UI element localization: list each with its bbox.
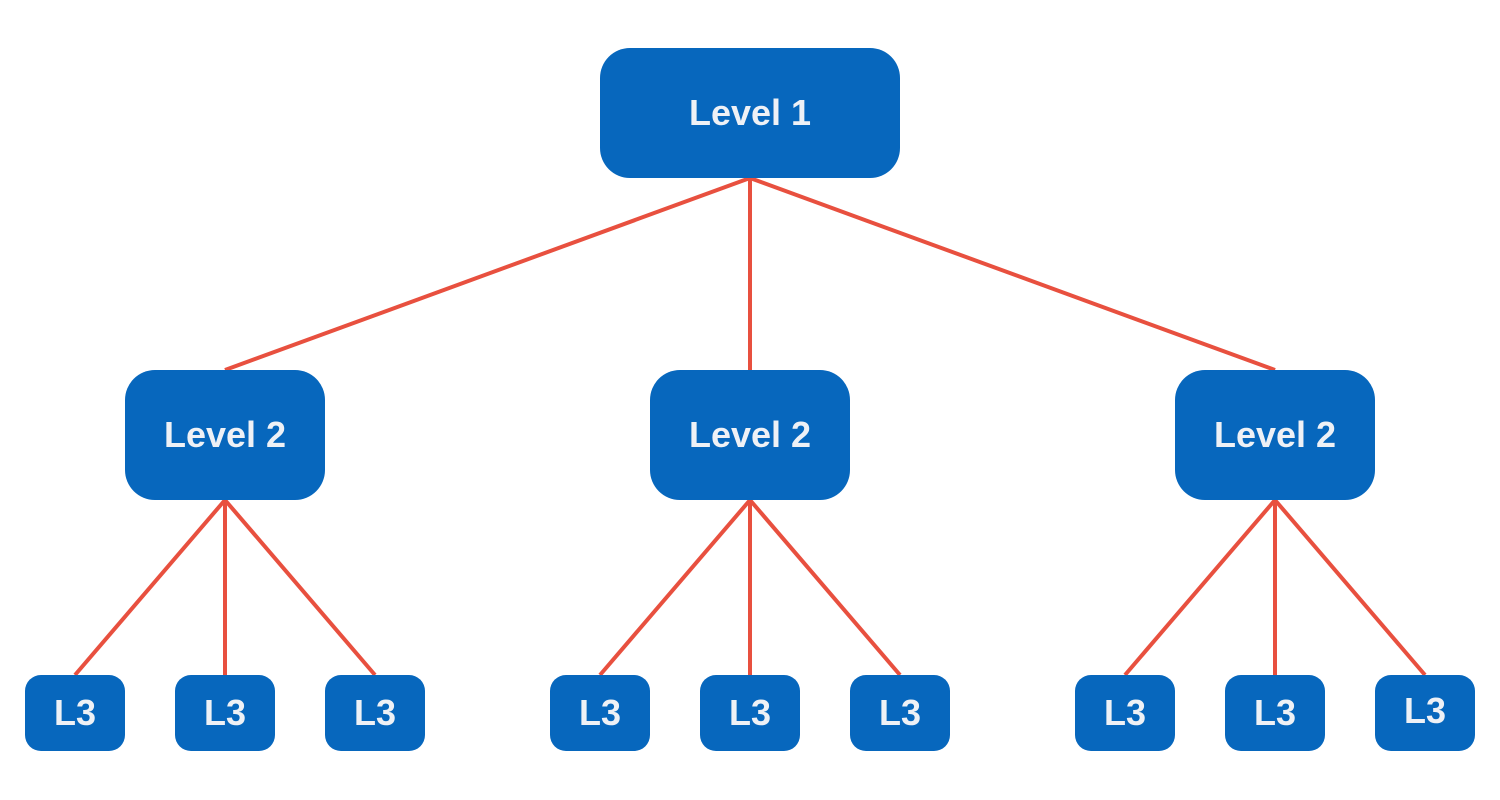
connector-l2c-to-l3-1: [1123, 498, 1277, 677]
level-2-label: Level 2: [688, 414, 812, 455]
level-2-node-center: Level 2: [650, 370, 850, 500]
level-3-label: L3: [1403, 690, 1446, 731]
level-2-node-right: Level 2: [1175, 370, 1375, 500]
connector-l2b-to-l3-3: [748, 498, 902, 677]
level-3-label: L3: [1253, 692, 1296, 733]
level-1-label: Level 1: [688, 92, 812, 133]
connector-l2b-to-l3-1: [598, 498, 752, 677]
level-3-node: L3: [1225, 675, 1325, 751]
level-1-node: Level 1: [600, 48, 900, 178]
level-3-node: L3: [550, 675, 650, 751]
level-3-label: L3: [203, 692, 246, 733]
level-3-label: L3: [728, 692, 771, 733]
level-3-label: L3: [353, 692, 396, 733]
connector-l2c-to-l3-3: [1273, 498, 1427, 677]
level-3-node: L3: [1375, 675, 1475, 751]
level-3-node: L3: [700, 675, 800, 751]
level-3-label: L3: [878, 692, 921, 733]
level-3-label: L3: [1103, 692, 1146, 733]
level-3-node: L3: [325, 675, 425, 751]
level-3-label: L3: [53, 692, 96, 733]
level-2-node-left: Level 2: [125, 370, 325, 500]
connector-l2a-to-l3-3: [223, 498, 377, 677]
connector-l1-to-l2-right: [749, 176, 1276, 372]
level-3-node: L3: [850, 675, 950, 751]
level-3-node: L3: [175, 675, 275, 751]
connector-l2a-to-l3-1: [73, 498, 227, 677]
level-3-node: L3: [1075, 675, 1175, 751]
level-3-label: L3: [578, 692, 621, 733]
connector-l1-to-l2-left: [224, 176, 751, 372]
level-3-node: L3: [25, 675, 125, 751]
level-2-label: Level 2: [1213, 414, 1337, 455]
level-2-label: Level 2: [163, 414, 287, 455]
